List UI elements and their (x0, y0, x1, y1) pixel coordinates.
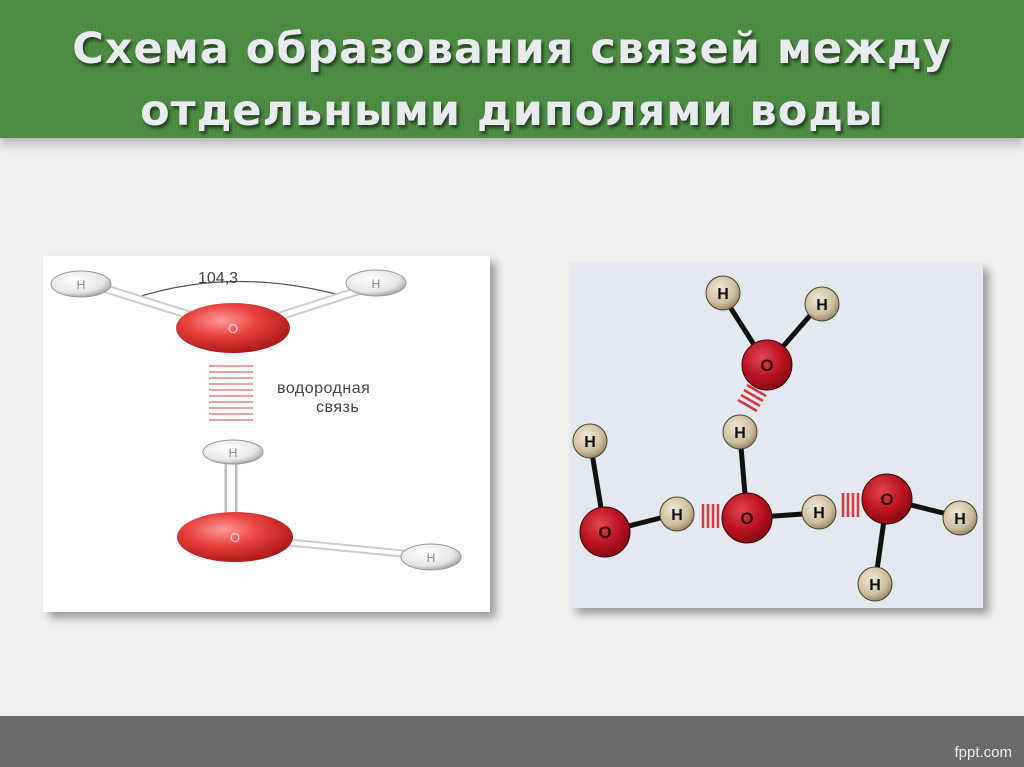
hydrogen-atom (400, 543, 462, 571)
hydrogen-label: H (584, 434, 596, 451)
slide-title: Схема образования связей между отдельным… (0, 18, 1024, 142)
oxygen-atom (177, 512, 293, 562)
hydrogen-label: H (372, 277, 381, 291)
hydrogen-label: H (734, 425, 746, 442)
oxygen-label: O (598, 523, 611, 542)
water-dipole-diagram: 104,3 H H O водородная связь (43, 256, 490, 612)
slide-title-line1: Схема образования связей между (72, 24, 952, 74)
hydrogen-label: H (671, 507, 683, 524)
hydrogen-label: H (717, 286, 729, 303)
oxygen-atoms: O O O O (579, 339, 913, 558)
hydrogen-bond-label: связь (316, 399, 359, 416)
title-banner (0, 0, 1024, 138)
hydrogen-atom (50, 270, 112, 298)
water-dipole-svg: 104,3 H H O водородная связь (50, 269, 462, 571)
hydrogen-bond-label: водородная (277, 380, 370, 397)
water-network-svg: O O O O H H H H H H H H (572, 275, 978, 602)
oxygen-atom (176, 303, 290, 353)
oxygen-label: O (880, 490, 893, 509)
covalent-bonds (587, 294, 960, 585)
hydrogen-atom (345, 269, 407, 297)
hydrogen-atom (202, 439, 264, 465)
oxygen-label: O (740, 509, 753, 528)
hydrogen-label: H (869, 577, 881, 594)
hydrogen-label: H (813, 505, 825, 522)
oxygen-label: O (760, 356, 773, 375)
slide-title-line2: отдельными диполями воды (140, 86, 884, 136)
bond-angle-arc (134, 280, 344, 299)
hydrogen-label: H (229, 446, 238, 460)
hydrogen-label: H (816, 297, 828, 314)
hydrogen-atoms: H H H H H H H H (572, 275, 978, 602)
footer-brand: fppt.com (954, 744, 1012, 761)
hydrogen-label: H (77, 278, 86, 292)
footer-bar: fppt.com (0, 716, 1024, 767)
water-network-diagram: O O O O H H H H H H H H (570, 263, 983, 608)
hydrogen-bond (209, 365, 253, 421)
hydrogen-label: H (427, 551, 436, 565)
hydrogen-label: H (954, 511, 966, 528)
oxygen-label: O (228, 321, 238, 336)
bond-angle-label: 104,3 (198, 270, 238, 287)
hydrogen-bonds (701, 383, 860, 528)
oxygen-label: O (230, 530, 240, 545)
